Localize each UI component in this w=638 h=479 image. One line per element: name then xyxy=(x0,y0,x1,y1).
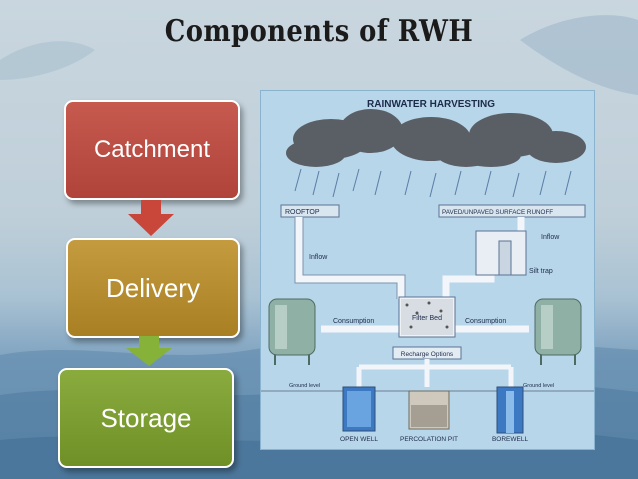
storage-tank-right xyxy=(534,298,582,365)
consumption-left-label: Consumption xyxy=(333,318,374,325)
cloud-icon xyxy=(286,109,586,167)
storage-box: Storage xyxy=(58,368,234,468)
diagram-heading: RAINWATER HARVESTING xyxy=(367,99,495,110)
open-well xyxy=(342,386,376,432)
borewell-label: BOREWELL xyxy=(492,436,529,443)
storage-label: Storage xyxy=(100,402,192,433)
catchment-label: Catchment xyxy=(93,136,211,163)
silt-trap xyxy=(475,230,527,276)
ground-left-label: Ground level xyxy=(289,383,320,389)
rain-icon xyxy=(294,168,572,198)
down-arrow-red xyxy=(128,200,174,236)
silt-trap-label: Silt trap xyxy=(529,268,553,275)
recharge-pipe xyxy=(356,359,514,387)
open-well-label: OPEN WELL xyxy=(340,436,378,443)
filter-bed xyxy=(398,296,456,338)
percolation-pit-label: PERCOLATION PIT xyxy=(400,436,458,443)
catchment-box: Catchment xyxy=(64,100,240,200)
inflow-left-label: Inflow xyxy=(309,254,328,261)
filter-bed-label: Filter Bed xyxy=(412,315,442,322)
storage-tank-left xyxy=(268,298,316,365)
slide-title: Components of RWH xyxy=(164,14,474,49)
delivery-box: Delivery xyxy=(66,238,240,338)
inflow-right-label: Inflow xyxy=(541,234,560,241)
percolation-pit xyxy=(408,390,450,430)
recharge-label: Recharge Options xyxy=(401,351,454,358)
down-arrow-green xyxy=(126,336,172,366)
runoff-label: PAVED/UNPAVED SURFACE RUNOFF xyxy=(442,209,553,216)
borewell xyxy=(496,386,524,434)
rwh-diagram: RAINWATER HARVESTING ROOFTOP PAVED/UNPAV… xyxy=(260,90,595,450)
rooftop-label: ROOFTOP xyxy=(285,209,320,216)
delivery-label: Delivery xyxy=(106,272,200,303)
ground-right-label: Ground level xyxy=(523,383,554,389)
consumption-right-label: Consumption xyxy=(465,318,506,325)
